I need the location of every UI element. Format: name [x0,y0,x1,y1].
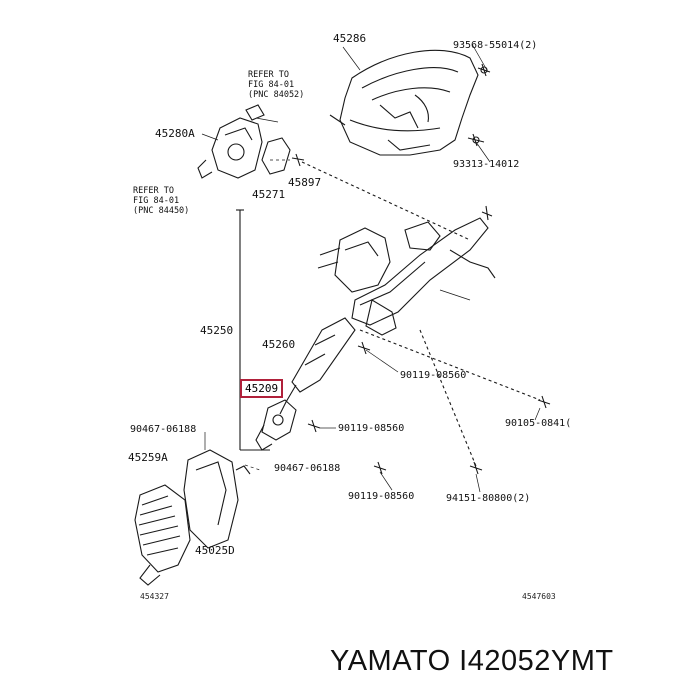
refer-note-2: REFER TO FIG 84-01 (PNC 84450) [133,186,190,216]
bolt-90105 [359,329,551,421]
label-94151: 94151-80800(2) [446,493,531,504]
column-boot-drawing [134,484,191,586]
label-90119-b: 90119-08560 [338,423,405,434]
label-90119-a: 90119-08560 [400,370,467,381]
label-45280a: 45280A [155,127,195,140]
intermediate-shaft-drawing [279,317,356,415]
refer-note-1: REFER TO FIG 84-01 (PNC 84052) [248,70,305,100]
part-number-caption: YAMATO I42052YMT [330,645,614,677]
label-93313: 93313-14012 [453,159,520,170]
label-45259a: 45259A [128,451,168,464]
steering-column-drawing [317,205,496,336]
label-45897: 45897 [288,176,322,189]
label-45260: 45260 [262,338,296,351]
bolts-90119 [307,341,399,491]
label-45250: 45250 [200,324,234,337]
label-45209-highlighted: 45209 [240,379,284,398]
column-cover-drawing [329,49,479,156]
label-90467-a: 90467-06188 [130,424,197,435]
label-93568: 93568-55014(2) [453,40,538,51]
ignition-switch-drawing [197,104,291,179]
cover-screws [342,43,491,163]
label-90105: 90105-0841( [505,418,572,429]
hole-cover-drawing [183,432,251,549]
label-90119-c: 90119-08560 [348,491,415,502]
bolts-94151 [419,329,483,493]
universal-joint-drawing [255,399,297,451]
figure-code-left: 454327 [140,592,169,601]
bolt-45897 [291,153,471,241]
label-90467-b: 90467-06188 [274,463,341,474]
label-45286: 45286 [333,32,367,45]
label-45025d: 45025D [195,544,235,557]
figure-code-right: 4547603 [522,592,556,601]
label-45271: 45271 [252,188,286,201]
